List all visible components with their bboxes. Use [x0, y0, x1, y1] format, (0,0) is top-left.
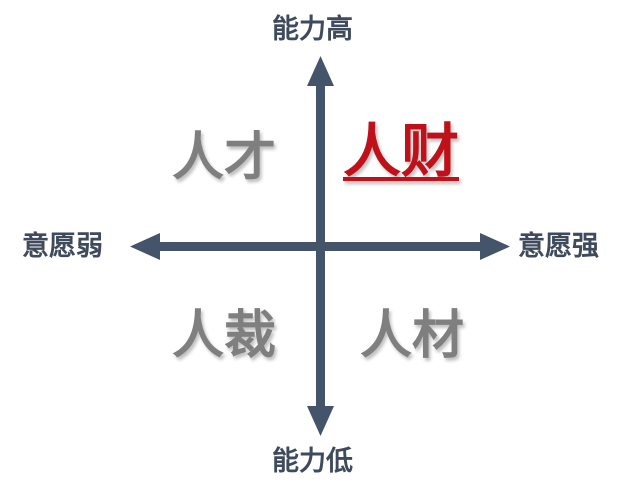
- axis-label-top: 能力高: [272, 14, 353, 45]
- axis-label-bottom: 能力低: [272, 446, 353, 477]
- axis-label-left: 意愿弱: [22, 231, 103, 262]
- quadrant-top-left: 人才: [172, 128, 277, 188]
- arrow-right-icon: [480, 233, 510, 260]
- horizontal-axis-line: [155, 242, 487, 251]
- arrow-up-icon: [307, 56, 334, 86]
- quadrant-top-right-highlight: 人财: [343, 117, 460, 185]
- arrow-left-icon: [130, 233, 160, 260]
- arrow-down-icon: [307, 406, 334, 436]
- axis-label-right: 意愿强: [518, 231, 599, 262]
- quadrant-bottom-right: 人材: [360, 306, 465, 366]
- quadrant-bottom-left: 人裁: [172, 306, 277, 366]
